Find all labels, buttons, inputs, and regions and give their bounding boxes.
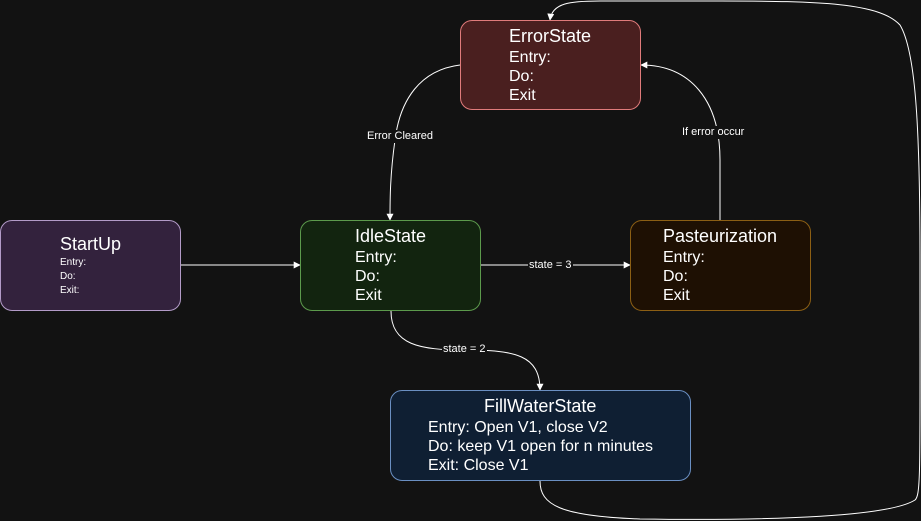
edge-fillwater-to-error — [539, 0, 921, 520]
node-exit-text: Exit: Close V1 — [428, 457, 529, 474]
edge-pasteurization-to-error — [640, 61, 721, 220]
node-error-state[interactable]: ErrorState Entry: Do: Exit — [460, 20, 641, 110]
node-exit-text: Exit — [355, 287, 382, 304]
node-do-text: Do: — [60, 271, 76, 282]
node-exit-text: Exit: — [60, 285, 80, 296]
node-title: FillWaterState — [484, 396, 597, 416]
edge-label-error-cleared: Error Cleared — [366, 130, 435, 143]
node-pasteurization[interactable]: Pasteurization Entry: Do: Exit — [630, 220, 811, 311]
node-exit-text: Exit — [663, 287, 690, 304]
node-entry-text: Entry: — [509, 49, 551, 66]
node-title: IdleState — [355, 226, 427, 246]
node-entry-text: Entry: Open V1, close V2 — [428, 419, 608, 436]
node-do-text: Do: — [355, 268, 380, 285]
node-idle-state[interactable]: IdleState Entry: Do: Exit — [300, 220, 481, 311]
node-entry-text: Entry: — [60, 257, 87, 268]
node-exit-text: Exit — [509, 87, 536, 104]
edge-label-state-2: state = 2 — [442, 343, 487, 356]
node-do-text: Do: keep V1 open for n minutes — [428, 438, 654, 455]
node-title: StartUp — [60, 234, 122, 254]
node-entry-text: Entry: — [355, 249, 397, 266]
node-do-text: Do: — [509, 68, 534, 85]
node-title: Pasteurization — [663, 226, 778, 246]
edge-label-state-3: state = 3 — [528, 259, 573, 272]
node-entry-text: Entry: — [663, 249, 705, 266]
node-fill-water-state[interactable]: FillWaterState Entry: Open V1, close V2 … — [390, 390, 691, 481]
edge-label-if-error-occur: If error occur — [681, 126, 746, 139]
node-startup[interactable]: StartUp Entry: Do: Exit: — [0, 220, 181, 311]
node-do-text: Do: — [663, 268, 688, 285]
node-title: ErrorState — [509, 26, 592, 46]
